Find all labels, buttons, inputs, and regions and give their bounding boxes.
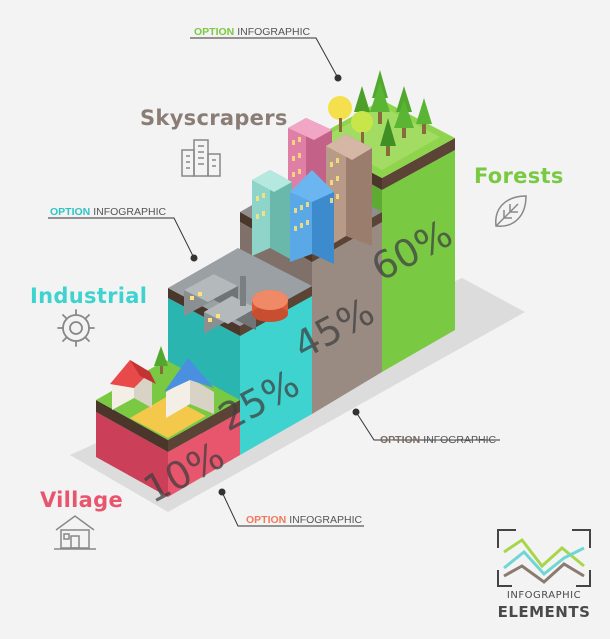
option-forests-word: OPTION xyxy=(194,26,235,38)
option-skyscrapers-word: OPTION xyxy=(380,434,421,446)
option-skyscrapers-rest: INFOGRAPHIC xyxy=(423,434,497,446)
house-icon xyxy=(54,515,96,550)
factory xyxy=(184,274,288,334)
label-forests: Forests xyxy=(474,164,564,188)
logo-line2: ELEMENTS xyxy=(497,603,591,621)
leaf-icon xyxy=(495,195,527,227)
option-industrial: OPTION INFOGRAPHIC xyxy=(50,206,166,218)
gear-icon xyxy=(57,309,95,347)
option-forests-rest: INFOGRAPHIC xyxy=(237,26,311,38)
leader-dot-skyscrapers xyxy=(352,408,360,416)
option-village-rest: INFOGRAPHIC xyxy=(289,514,363,526)
option-industrial-word: OPTION xyxy=(50,206,91,218)
leader-dot-industrial xyxy=(190,254,198,262)
houses xyxy=(110,346,214,418)
leader-lines xyxy=(48,37,500,527)
option-industrial-rest: INFOGRAPHIC xyxy=(93,206,167,218)
skyscraper-buildings xyxy=(252,118,372,264)
trees xyxy=(328,70,432,156)
label-skyscrapers: Skyscrapers xyxy=(140,106,288,130)
buildings-icon xyxy=(181,139,221,177)
logo-mark xyxy=(497,529,591,587)
column-village xyxy=(96,346,240,497)
label-village: Village xyxy=(40,488,124,512)
option-forests: OPTION INFOGRAPHIC xyxy=(194,26,310,38)
logo-line1: INFOGRAPHIC xyxy=(506,590,582,601)
option-skyscrapers: OPTION INFOGRAPHIC xyxy=(380,434,496,446)
option-village-word: OPTION xyxy=(246,514,287,526)
leader-dot-forests xyxy=(334,74,342,82)
leader-dot-village xyxy=(218,488,226,496)
label-industrial: Industrial xyxy=(30,284,148,308)
option-village: OPTION INFOGRAPHIC xyxy=(246,514,362,526)
